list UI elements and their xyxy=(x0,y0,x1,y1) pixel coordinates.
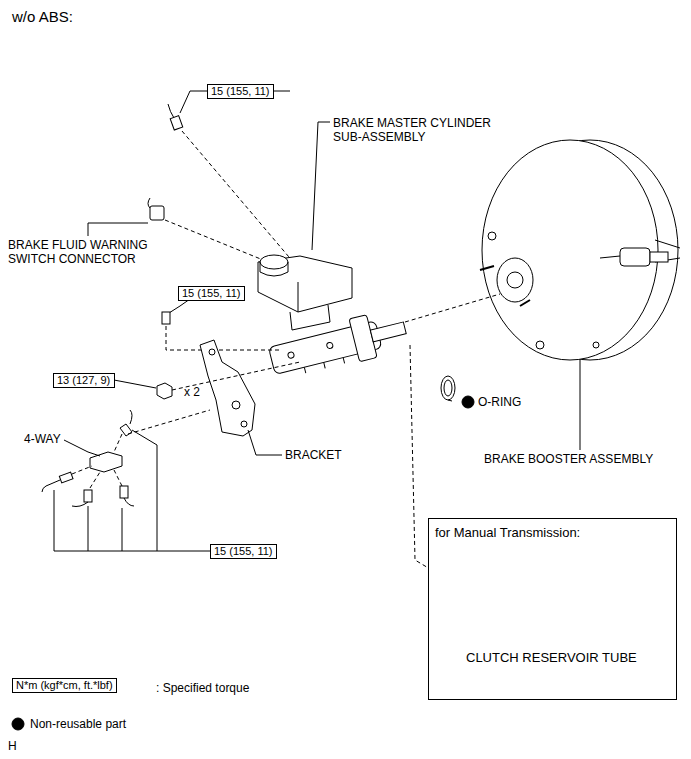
booster-face xyxy=(482,140,658,360)
torque-value: 15 (155, 11) xyxy=(182,287,241,300)
torque-box: 15 (155, 11) xyxy=(178,286,245,301)
dashed-line xyxy=(165,220,268,262)
part-name: BRACKET xyxy=(285,448,342,462)
non-reusable-mark xyxy=(12,718,24,730)
leader-line xyxy=(64,440,100,456)
reservoir xyxy=(258,256,352,312)
heading: w/o ABS: xyxy=(12,8,73,26)
flare-nut xyxy=(120,486,128,498)
o-ring xyxy=(441,376,455,400)
torque-value: 13 (127, 9) xyxy=(57,374,111,387)
flare-nut xyxy=(84,490,92,502)
leader-line xyxy=(169,299,190,313)
non-reusable-mark xyxy=(462,396,474,408)
leader-line xyxy=(312,122,330,250)
connector xyxy=(150,206,164,220)
pipe xyxy=(168,104,174,118)
reservoir-cap xyxy=(260,262,288,276)
figure-code: H xyxy=(8,739,17,753)
stud xyxy=(480,266,530,306)
dashed-line xyxy=(405,294,500,322)
torque-box: N*m (kgf*cm, ft.*lbf) xyxy=(12,678,117,693)
note-heading: for Manual Transmission: xyxy=(435,525,580,540)
reservoir xyxy=(298,282,299,312)
part-name: BRAKE MASTER CYLINDER SUB-ASSEMBLY xyxy=(333,116,513,144)
torque-value: 15 (155, 11) xyxy=(214,545,273,558)
torque-box: 15 (155, 11) xyxy=(207,84,274,99)
torque-value: 15 (155, 11) xyxy=(211,85,270,98)
reservoir-cap xyxy=(260,255,288,269)
part-name: O-RING xyxy=(478,395,521,409)
torque-box: 13 (127, 9) xyxy=(53,373,115,388)
leader-line xyxy=(580,360,581,450)
flare-nut xyxy=(170,116,183,130)
dashed-line xyxy=(182,131,300,270)
pipe xyxy=(42,480,60,492)
leader-line xyxy=(54,490,210,551)
dashed-line xyxy=(114,434,122,452)
dashed-line xyxy=(166,326,282,350)
leader-line xyxy=(248,430,282,455)
booster-hub xyxy=(497,258,533,302)
wire xyxy=(148,198,150,208)
booster-hub xyxy=(507,272,523,288)
flare-nut xyxy=(59,472,73,483)
bracket xyxy=(200,340,255,436)
part-name: 4-WAY xyxy=(24,432,61,446)
pipe xyxy=(72,502,88,507)
part-name: CLUTCH RESERVOIR TUBE xyxy=(466,650,637,665)
leader-line xyxy=(180,91,207,113)
note-box: for Manual Transmission: CLUTCH RESERVOIR… xyxy=(428,518,677,700)
cylinder-body xyxy=(267,306,411,382)
quantity: x 2 xyxy=(184,385,200,399)
part-name: BRAKE FLUID WARNING SWITCH CONNECTOR xyxy=(8,238,183,266)
torque-box: 15 (155, 11) xyxy=(210,544,277,559)
4-way xyxy=(90,452,122,472)
leader-line xyxy=(448,400,452,401)
torque-value: N*m (kgf*cm, ft.*lbf) xyxy=(16,679,113,692)
leader-line xyxy=(114,380,156,388)
leader-line xyxy=(88,223,148,236)
part-name: BRAKE BOOSTER ASSEMBLY xyxy=(484,452,653,466)
dashed-line xyxy=(128,410,210,434)
nut xyxy=(157,383,172,399)
flare-nut xyxy=(162,312,170,324)
pipe xyxy=(130,410,132,424)
reservoir-base xyxy=(290,305,330,330)
legend-text: Non-reusable part xyxy=(30,717,126,731)
leader-line xyxy=(132,430,157,551)
pipe xyxy=(124,498,134,506)
legend-text: : Specified torque xyxy=(156,681,249,695)
